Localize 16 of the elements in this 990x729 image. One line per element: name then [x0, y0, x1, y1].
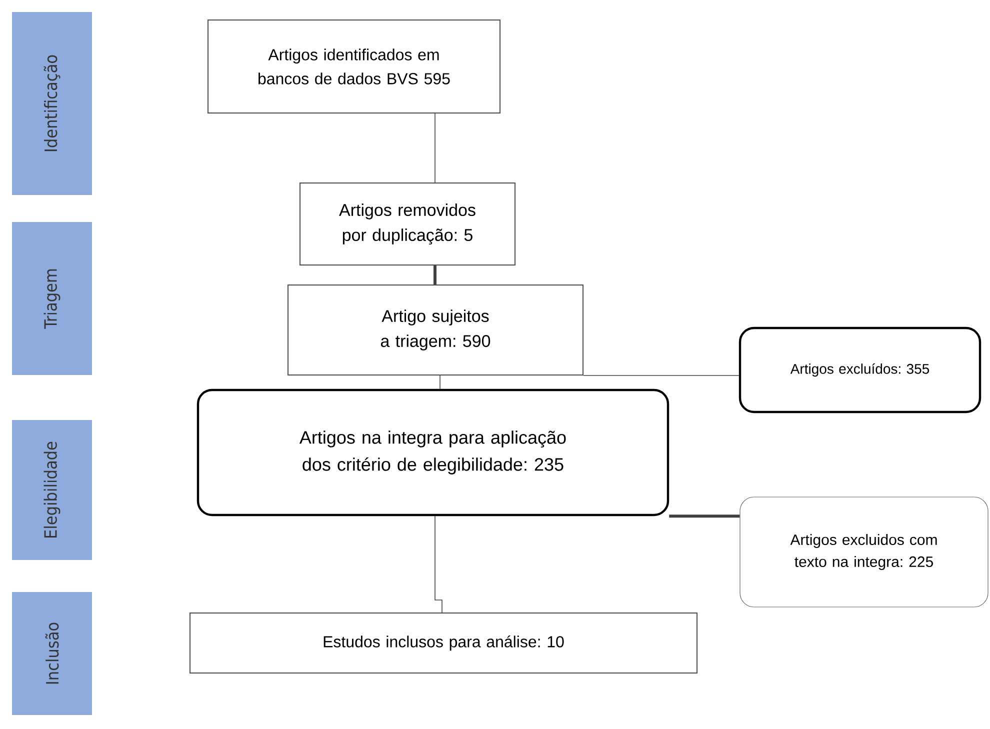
process-box: Artigo sujeitos a triagem: 590: [288, 284, 584, 376]
connector-line: [669, 514, 740, 518]
phase-band: Inclusão: [12, 592, 92, 715]
connector-line: [434, 113, 436, 183]
process-box: Estudos inclusos para análise: 10: [190, 612, 698, 674]
phase-band: Elegibilidade: [12, 420, 92, 560]
connector-line: [434, 266, 436, 284]
rounded-box: Artigos excluídos: 355: [738, 326, 982, 414]
process-box: Artigos removidos por duplicação: 5: [300, 182, 516, 266]
phase-band: Triagem: [12, 222, 92, 375]
connector-line: [583, 375, 740, 376]
rounded-box: Artigos na integra para aplicação dos critério de elegibilidade: 235: [196, 388, 670, 516]
rounded-box: Artigos excluidos com texto na integra: 225: [740, 496, 988, 608]
phase-band: Identificação: [12, 12, 92, 195]
connector-line: [434, 516, 442, 613]
process-box: Artigos identificados em bancos de dados BVS 595: [208, 20, 500, 114]
